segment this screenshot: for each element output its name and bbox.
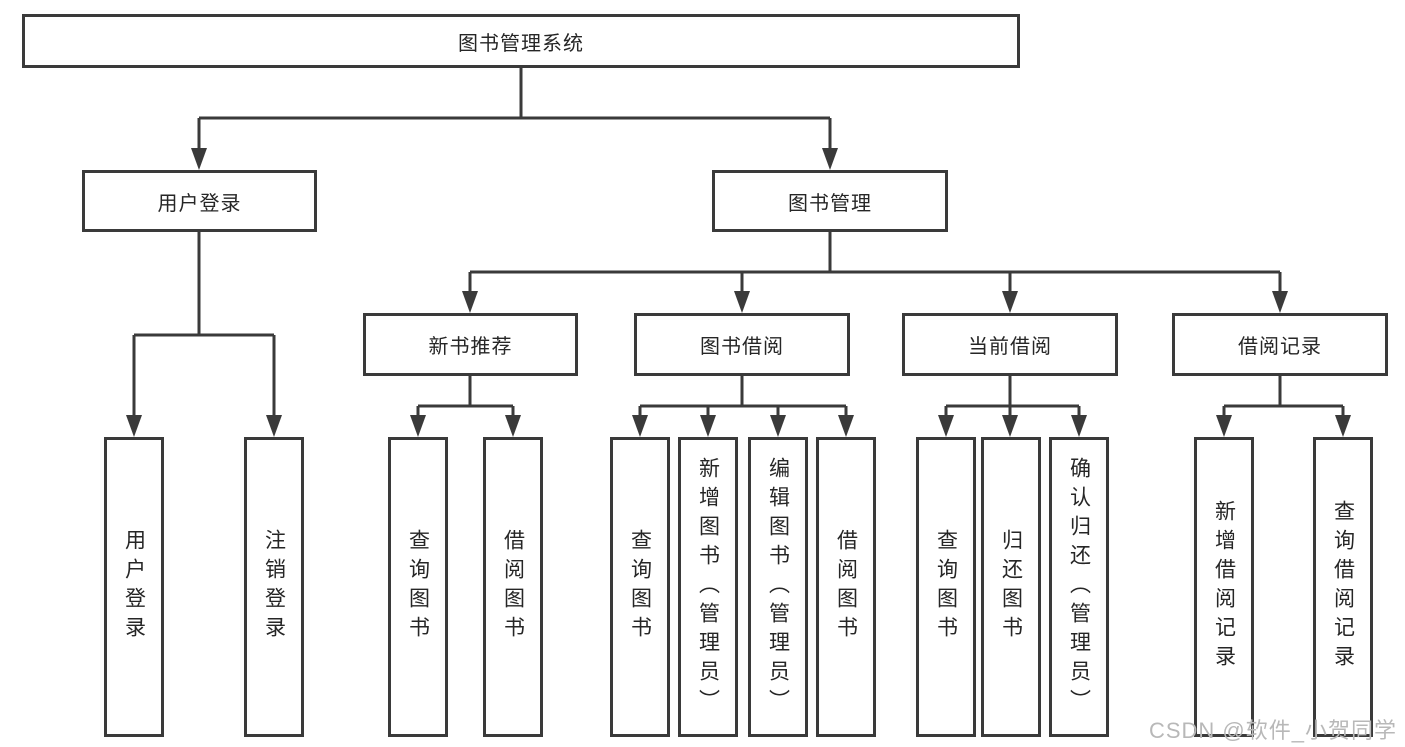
- node-leaf-borrow-books: 借阅图书: [483, 437, 543, 737]
- node-leaf-query-books: 查询图书: [916, 437, 976, 737]
- node-label: 图书借阅: [700, 336, 784, 358]
- node-leaf-add-books-admin: 新增图书（管理员）: [678, 437, 738, 737]
- node-label: 用户登录: [157, 192, 242, 215]
- node-label: 查询图书: [628, 529, 652, 645]
- node-label: 用户登录: [122, 529, 146, 645]
- watermark: CSDN @软件_小贺同学: [1148, 718, 1397, 743]
- node-label: 编辑图书（管理员）: [766, 456, 790, 718]
- node-label: 借阅图书: [501, 529, 525, 645]
- node-leaf-add-borrow-record: 新增借阅记录: [1194, 437, 1254, 737]
- node-leaf-query-borrow-record: 查询借阅记录: [1313, 437, 1373, 737]
- node-label: 确认归还（管理员）: [1067, 456, 1091, 718]
- node-leaf-query-books: 查询图书: [610, 437, 670, 737]
- node-label: 借阅图书: [834, 529, 858, 645]
- node-label: 新增借阅记录: [1212, 500, 1236, 674]
- node-label: 注销登录: [262, 529, 286, 645]
- node-label: 当前借阅: [968, 336, 1052, 358]
- node-label: 借阅记录: [1238, 336, 1322, 358]
- node-label: 新书推荐: [428, 336, 513, 358]
- node-label: 图书管理系统: [458, 32, 584, 55]
- node-user-login: 用户登录: [82, 170, 317, 232]
- node-leaf-logout: 注销登录: [244, 437, 304, 737]
- node-leaf-query-books: 查询图书: [388, 437, 448, 737]
- node-label: 新增图书（管理员）: [696, 456, 720, 718]
- node-label: 图书管理: [788, 192, 872, 215]
- node-current-borrowing: 当前借阅: [902, 313, 1118, 376]
- node-borrowing-records: 借阅记录: [1172, 313, 1388, 376]
- node-new-book-recommend: 新书推荐: [363, 313, 578, 376]
- node-leaf-return-books: 归还图书: [981, 437, 1041, 737]
- node-label: 归还图书: [999, 529, 1023, 645]
- node-label: 查询图书: [406, 529, 430, 645]
- node-book-management: 图书管理: [712, 170, 948, 232]
- node-label: 查询借阅记录: [1331, 500, 1355, 674]
- node-label: 查询图书: [934, 529, 958, 645]
- node-book-borrowing: 图书借阅: [634, 313, 850, 376]
- node-leaf-user-login: 用户登录: [104, 437, 164, 737]
- node-leaf-confirm-return-admin: 确认归还（管理员）: [1049, 437, 1109, 737]
- node-leaf-borrow-books: 借阅图书: [816, 437, 876, 737]
- node-root-system: 图书管理系统: [22, 14, 1020, 68]
- node-leaf-edit-books-admin: 编辑图书（管理员）: [748, 437, 808, 737]
